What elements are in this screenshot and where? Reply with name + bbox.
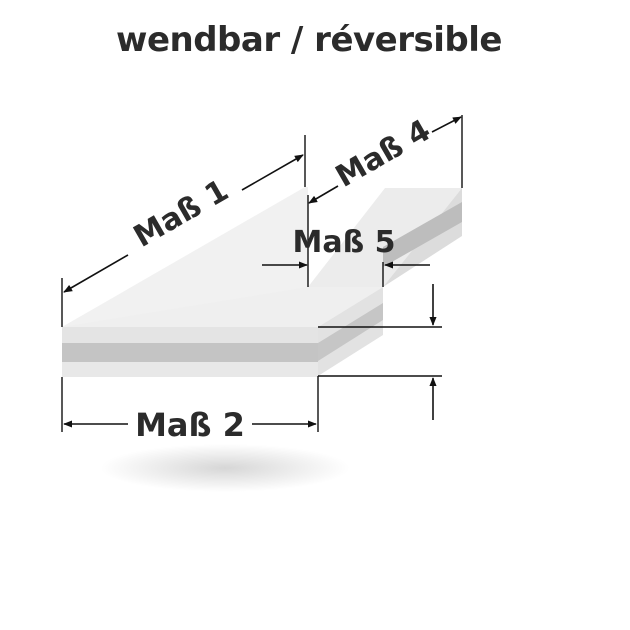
mass4-label: Maß 4 [330,113,437,195]
mass4-arrow-left [308,185,339,204]
slab-top-face-far [62,187,308,327]
mass4-arrow-right [431,116,462,133]
upper-step-top-face [308,188,462,287]
drop-shadow [100,444,350,492]
mass2-label: Maß 2 [135,406,245,444]
slab-front-bottom-layer [62,362,318,377]
mass1-arrow-right [241,154,304,191]
upper-step-side-band [383,202,462,267]
mass1-arrow-left [63,254,129,293]
slab-front-top-layer [62,327,318,343]
slab-side-band [318,303,383,361]
diagram-title: wendbar / réversible [116,20,502,60]
mass5-label: Maß 5 [293,225,396,260]
slab-front-middle-layer [62,343,318,362]
